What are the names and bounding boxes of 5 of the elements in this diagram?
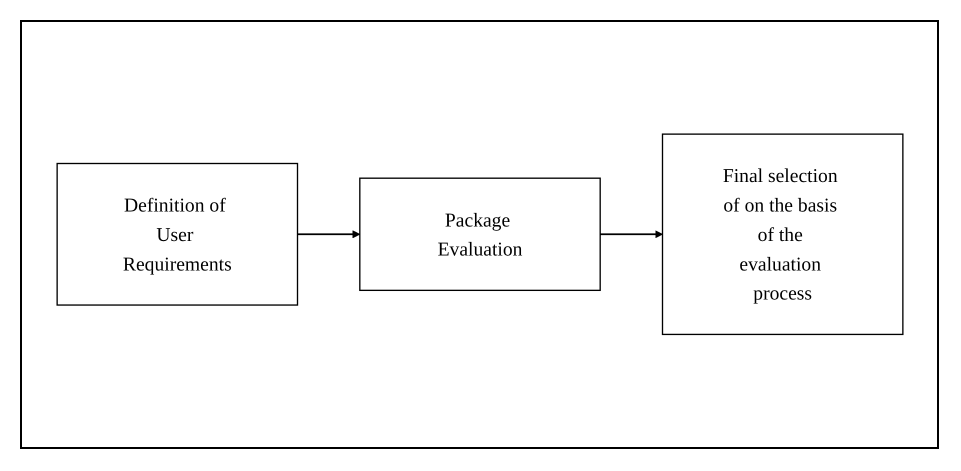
node-box: Definition of User Requirements [56,163,298,306]
node-box: Package Evaluation [358,178,600,292]
arrow [600,230,662,238]
node-box: Final selection of on the basis of the evaluation process [661,134,904,336]
arrow [297,230,360,238]
